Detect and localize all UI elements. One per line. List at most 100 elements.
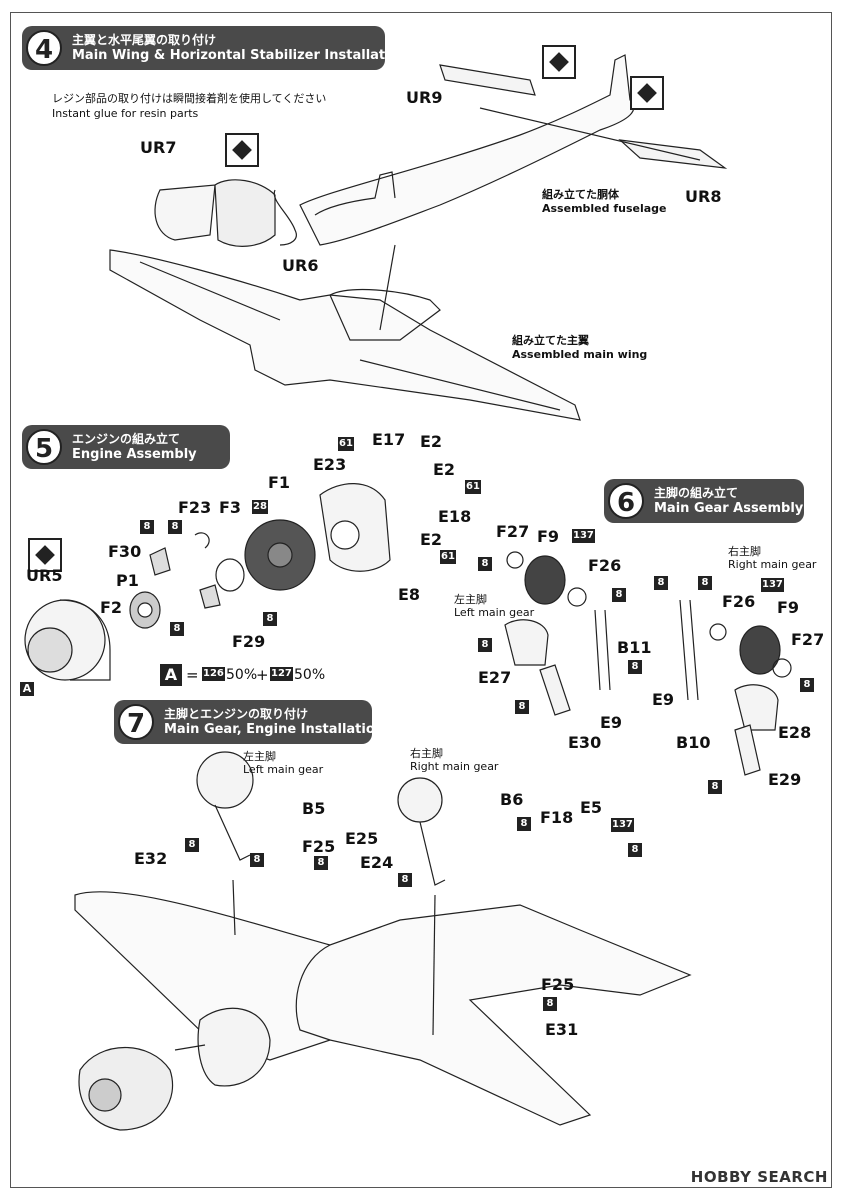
paint-code-badge: 8 <box>170 622 184 636</box>
part-label: E28 <box>778 723 812 742</box>
part-label: F30 <box>108 542 142 561</box>
paint-code-badge: 8 <box>708 780 722 794</box>
fuselage-label-jp: 組み立てた胴体 <box>542 188 619 201</box>
paint-code-badge: 28 <box>252 500 268 514</box>
left-gear-label-en: Left main gear <box>454 606 535 619</box>
step-6-header: 6 主脚の組み立て Main Gear Assembly <box>604 479 804 523</box>
part-label: E31 <box>545 1020 579 1039</box>
resin-part-icon <box>542 45 576 79</box>
resin-note-jp: レジン部品の取り付けは瞬間接着剤を使用してください <box>52 92 327 105</box>
paint-code-badge: 8 <box>398 873 412 887</box>
step-4-header: 4 主翼と水平尾翼の取り付け Main Wing & Horizontal St… <box>22 26 408 70</box>
paint-code-badge: 8 <box>140 520 154 534</box>
mix-equals: = <box>186 666 199 684</box>
step-title-jp: エンジンの組み立て <box>72 432 181 446</box>
right-gear-label-jp: 右主脚 <box>728 545 761 558</box>
part-label: E8 <box>398 585 421 604</box>
part-label: E2 <box>433 460 456 479</box>
step-title-en: Engine Assembly <box>72 447 197 462</box>
paint-code-badge: 8 <box>478 638 492 652</box>
part-label: E25 <box>345 829 379 848</box>
part-label: F18 <box>540 808 574 827</box>
left-gear-label-en: Left main gear <box>243 763 324 776</box>
part-label: B11 <box>617 638 652 657</box>
part-label: E9 <box>652 690 675 709</box>
part-label: F2 <box>100 598 123 617</box>
part-label: F25 <box>302 837 336 856</box>
paint-code-badge: 8 <box>314 856 328 870</box>
mix-percent: 50% <box>294 667 326 683</box>
paint-code-badge: 8 <box>517 817 531 831</box>
paint-code-badge: 8 <box>612 588 626 602</box>
part-label: B10 <box>676 733 711 752</box>
left-gear-label-jp: 左主脚 <box>454 593 487 606</box>
paint-code-badge: 8 <box>654 576 668 590</box>
part-label: E9 <box>600 713 623 732</box>
part-label: F26 <box>722 592 756 611</box>
part-label: E5 <box>580 798 603 817</box>
step-number: 4 <box>26 30 62 66</box>
paint-code-badge: 8 <box>628 843 642 857</box>
mix-percent: 50% <box>226 667 258 683</box>
part-label: E2 <box>420 432 443 451</box>
step-title-en: Main Gear, Engine Installation <box>164 722 385 737</box>
part-label: E30 <box>568 733 602 752</box>
paint-code-badge: 8 <box>263 612 277 626</box>
part-label: E29 <box>768 770 802 789</box>
paint-code-badge: 61 <box>465 480 481 494</box>
right-gear-label-en: Right main gear <box>728 558 817 571</box>
page-border <box>10 12 832 1188</box>
paint-code-badge: 8 <box>515 700 529 714</box>
part-label: E17 <box>372 430 406 449</box>
paint-code-badge: 137 <box>611 818 634 832</box>
step-number: 7 <box>118 704 154 740</box>
paint-code-badge: 61 <box>338 437 354 451</box>
part-label: E24 <box>360 853 394 872</box>
paint-code-badge: 8 <box>628 660 642 674</box>
paint-code-badge: 8 <box>168 520 182 534</box>
part-label: E2 <box>420 530 443 549</box>
part-label: F3 <box>219 498 242 517</box>
part-label: F29 <box>232 632 266 651</box>
paint-code-badge: 8 <box>185 838 199 852</box>
part-label: E23 <box>313 455 347 474</box>
part-label: F9 <box>777 598 800 617</box>
resin-part-icon <box>630 76 664 110</box>
wing-label-jp: 組み立てた主翼 <box>512 334 589 347</box>
wing-label-en: Assembled main wing <box>512 348 648 361</box>
resin-part-icon <box>28 538 62 572</box>
step-7-header: 7 主脚とエンジンの取り付け Main Gear, Engine Install… <box>114 700 384 744</box>
step-title-jp: 主脚とエンジンの取り付け <box>164 707 309 721</box>
left-gear-label-jp: 左主脚 <box>243 750 276 763</box>
part-label: F1 <box>268 473 291 492</box>
step-title-jp: 主翼と水平尾翼の取り付け <box>72 33 217 47</box>
part-label: F9 <box>537 527 560 546</box>
paint-code-badge: 8 <box>250 853 264 867</box>
part-label: UR8 <box>685 187 722 206</box>
part-label: F27 <box>496 522 530 541</box>
step-number: 6 <box>608 483 644 519</box>
mix-label-box: A <box>160 664 182 686</box>
paint-code-badge: 8 <box>698 576 712 590</box>
part-label: E32 <box>134 849 168 868</box>
resin-part-icon <box>225 133 259 167</box>
paint-code-badge: 137 <box>572 529 595 543</box>
paint-code-badge: 8 <box>800 678 814 692</box>
resin-note-en: Instant glue for resin parts <box>52 107 199 120</box>
right-gear-label-jp: 右主脚 <box>410 747 443 760</box>
mix-plus: + <box>256 666 269 684</box>
fuselage-label-en: Assembled fuselage <box>542 202 667 215</box>
mix-reference-box: A <box>20 682 34 696</box>
part-label: UR6 <box>282 256 319 275</box>
paint-code-badge: 127 <box>270 667 293 681</box>
part-label: P1 <box>116 571 139 590</box>
part-label: UR5 <box>26 566 63 585</box>
step-title-en: Main Wing & Horizontal Stabilizer Instal… <box>72 48 408 63</box>
paint-code-badge: 126 <box>202 667 225 681</box>
paint-code-badge: 8 <box>478 557 492 571</box>
paint-code-badge: 8 <box>543 997 557 1011</box>
paint-code-badge: 137 <box>761 578 784 592</box>
part-label: B5 <box>302 799 326 818</box>
part-label: E18 <box>438 507 472 526</box>
